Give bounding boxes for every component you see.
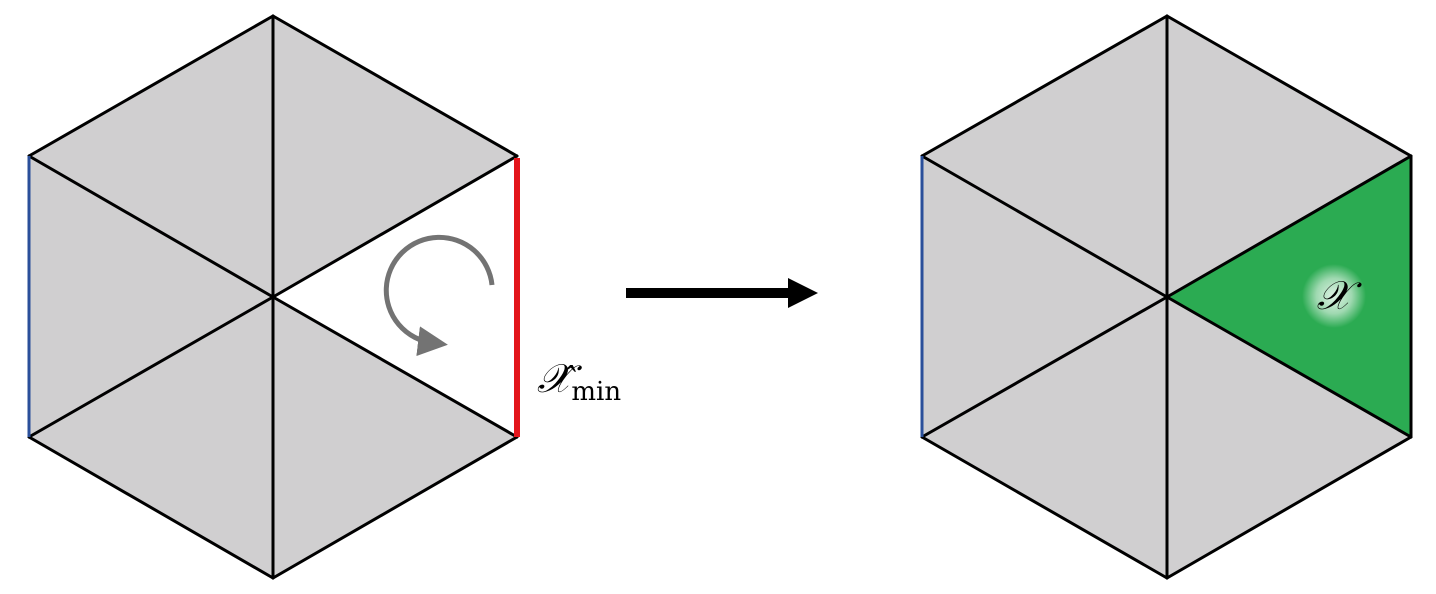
right-outer-edge-bottom-left <box>920 435 1169 580</box>
left-hexagon: 𝒳̂min <box>27 14 621 580</box>
left-spoke-upper-right <box>271 154 519 299</box>
right-outer-edge-top-right <box>1165 14 1413 158</box>
left-outer-edge-bottom-left <box>27 435 275 580</box>
left-outer-edge-bottom-right <box>271 435 519 580</box>
left-face-bottom-right <box>273 297 517 578</box>
left-face-left <box>29 156 273 437</box>
right-face-right-selected <box>1167 156 1411 437</box>
face-label-glow <box>1302 264 1366 328</box>
right-spoke-upper-right <box>1165 154 1413 299</box>
transition-arrow-head <box>788 278 818 308</box>
min-edge-label-subscript: min <box>571 377 621 407</box>
left-face-bottom-left <box>29 297 273 578</box>
right-spoke-upper-left <box>920 154 1169 299</box>
left-spoke-upper-left <box>27 154 275 299</box>
right-face-top-left <box>922 16 1167 297</box>
right-face-bottom-right <box>1167 297 1411 578</box>
right-spoke-lower-right <box>1165 295 1413 439</box>
min-edge-label: 𝒳̂min <box>537 356 621 407</box>
left-face-top-right <box>273 16 517 297</box>
right-face-top-right <box>1167 16 1411 297</box>
right-outer-edge-top-left <box>920 14 1169 158</box>
right-outer-edge-bottom-right <box>1165 435 1413 580</box>
left-spoke-lower-left <box>27 295 275 439</box>
right-face-left <box>922 156 1167 437</box>
right-hexagon: 𝒳 <box>920 14 1413 580</box>
right-arrow-icon <box>626 278 818 308</box>
right-face-bottom-left <box>922 297 1167 578</box>
left-spoke-lower-right <box>271 295 519 439</box>
left-outer-edge-top-left <box>27 14 275 158</box>
left-outer-edge-top-right <box>271 14 519 158</box>
left-face-top-left <box>29 16 273 297</box>
clockwise-rotation-arrow-icon <box>383 234 495 357</box>
right-spoke-lower-left <box>920 295 1169 439</box>
left-face-right-empty <box>273 156 517 437</box>
